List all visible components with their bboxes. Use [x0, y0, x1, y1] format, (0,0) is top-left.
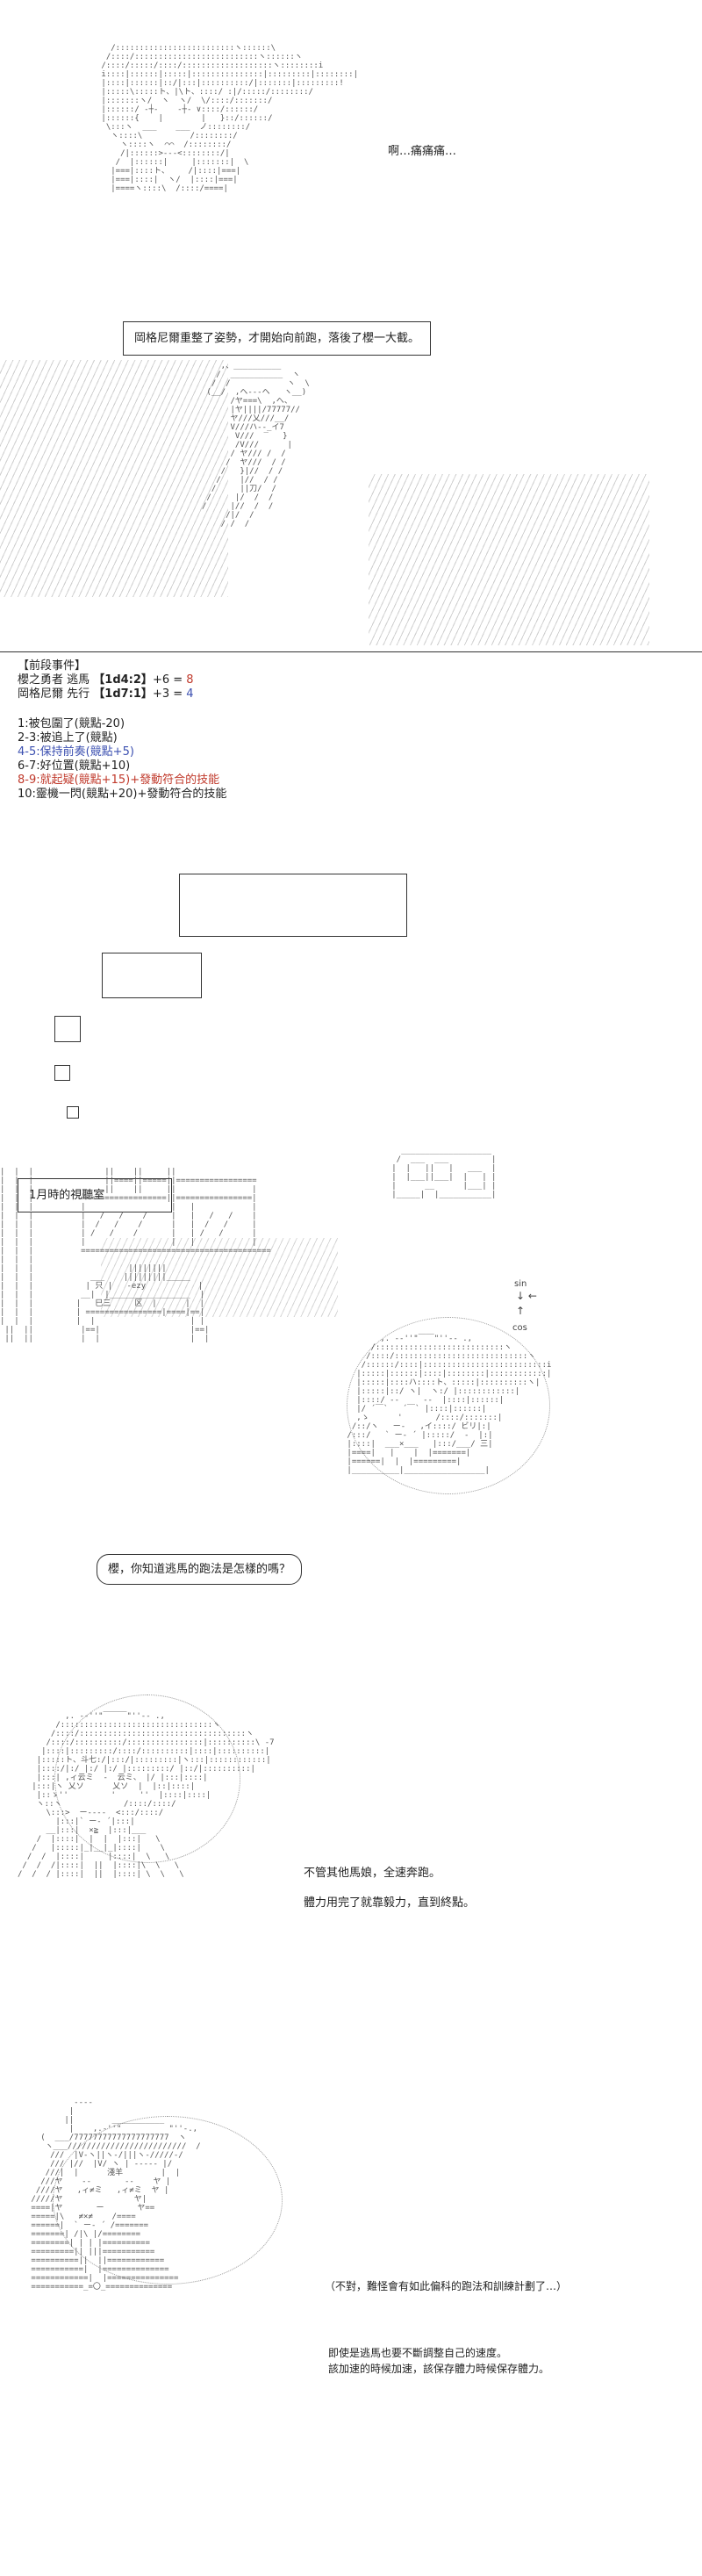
ascii-art-character-running: ,、__________ / ___________ ヽ / / ヽ \ (__…	[202, 362, 310, 529]
location-text: 1月時的視聽室	[29, 1189, 105, 1202]
roll-sakura-result: 8	[186, 673, 194, 687]
dialogue-line-2: 體力用完了就靠毅力，直到終點。	[304, 1896, 476, 1910]
narration-text: 岡格尼爾重整了姿勢，才開始向前跑，落後了櫻一大截。	[134, 332, 420, 345]
speech-text: 啊…痛痛痛…	[388, 145, 457, 158]
roll-sakura-dice: 【1d4:2】	[93, 673, 153, 687]
dialogue-line-1: 不管其他馬娘，全速奔跑。	[304, 1867, 441, 1880]
transition-box-tiny	[67, 1106, 79, 1119]
location-box: 1月時的視聽室	[18, 1178, 172, 1212]
inner-thought: （不對，難怪會有如此偏科的跑法和訓練計劃了…）	[325, 2280, 568, 2292]
transition-box-medium	[102, 953, 202, 998]
character-head-sketch	[347, 1317, 550, 1494]
event-item: 8-9:就起疑(競點+15)+發動符合的技能	[18, 774, 220, 787]
roll-gungnir-name: 岡格尼爾 先行	[18, 687, 90, 701]
ascii-art-character-fallen: /:::::::::::::::::::::::::ヽ::::::\ /::::…	[101, 44, 359, 193]
narration-box: 岡格尼爾重整了姿勢，才開始向前跑，落後了櫻一大截。	[123, 321, 432, 356]
dialogue-line-1: 即使是逃馬也要不斷調整自己的速度。	[328, 2347, 508, 2359]
ascii-art-board-frame: ___________________ / ___ ___ | | | || |…	[391, 1147, 497, 1199]
event-item: 4-5:保持前奏(競點+5)	[18, 745, 134, 759]
board-sin-label: sin	[514, 1279, 527, 1289]
event-item: 6-7:好位置(競點+10)	[18, 759, 131, 773]
roll-gungnir-dice: 【1d7:1】	[93, 687, 153, 701]
roll-sakura-formula: +6 =	[152, 673, 187, 687]
event-heading: 【前段事件】	[18, 659, 87, 673]
board-arrows: ↓ ←↑	[516, 1290, 537, 1317]
ascii-art-classroom: | | | || || || | | | ||====||=====||====…	[0, 1168, 271, 1343]
dialogue-line-2: 該加速的時候加速，該保存體力時候保存體力。	[328, 2363, 550, 2375]
speed-lines-left	[0, 360, 228, 597]
ascii-art-sakura-worried: ‐‐-- | || ___________ | ,.-''" "''-., ( …	[31, 2098, 201, 2292]
character-head-sketch	[54, 1695, 240, 1863]
speech-text: 櫻，你知道逃馬的跑法是怎樣的嗎？	[108, 1563, 291, 1576]
roll-gungnir-formula: +3 =	[152, 687, 187, 701]
transition-box-smaller	[54, 1065, 70, 1081]
character-head-sketch	[53, 2116, 283, 2285]
speed-lines-right	[369, 474, 649, 645]
event-item: 10:靈機一閃(競點+20)+發動符合的技能	[18, 788, 227, 801]
ascii-art-teacher: ,. -‐''"￣￣"''‐- ., /::::::::::::::::::::…	[347, 1335, 552, 1475]
roll-gungnir-result: 4	[186, 687, 194, 701]
event-item: 2-3:被追上了(競點)	[18, 731, 118, 745]
board-cos-label: cos	[512, 1323, 527, 1333]
speech-bubble: 櫻，你知道逃馬的跑法是怎樣的嗎？	[97, 1554, 303, 1585]
room-window-lines	[101, 1238, 338, 1317]
roll-gungnir: 岡格尼爾 先行 【1d7:1】+3 = 4	[18, 687, 194, 702]
transition-box-large	[179, 874, 407, 937]
roll-sakura-name: 櫻之勇者 逃馬	[18, 673, 90, 687]
ascii-art-sakura: ,. -‐''"￣￣￣"''‐- ., /:::::::::::::::::::…	[18, 1712, 275, 1879]
panel-divider	[0, 651, 702, 652]
roll-sakura: 櫻之勇者 逃馬 【1d4:2】+6 = 8	[18, 673, 194, 687]
event-item: 1:被包圍了(競點-20)	[18, 717, 125, 730]
transition-box-small	[54, 1016, 81, 1042]
